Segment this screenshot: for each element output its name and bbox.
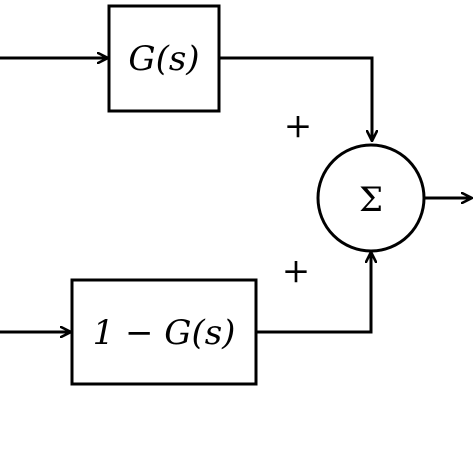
transfer-block-g: G(s) [107,4,221,113]
bottom-to-sum-wire [256,252,371,334]
summing-junction: Σ [316,143,426,253]
transfer-block-one-minus-g-label: 1 − G(s) [93,313,236,353]
bottom-plus-sign: + [282,251,311,291]
summing-junction-symbol: Σ [359,180,383,220]
transfer-block-g-label: G(s) [128,39,199,79]
top-plus-sign: + [284,106,313,146]
top-to-sum-wire [219,56,372,141]
transfer-block-one-minus-g: 1 − G(s) [70,278,258,386]
